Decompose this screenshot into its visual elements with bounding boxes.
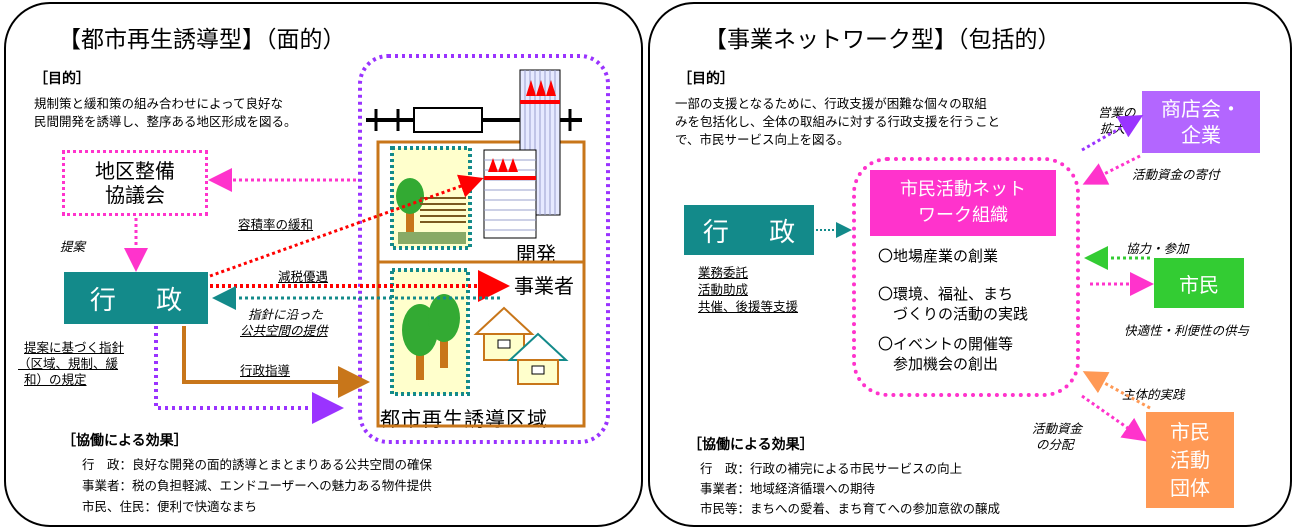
arrow-distribution	[1081, 394, 1147, 442]
left-effect2: 事業者：税の負担軽減、エンドユーザーへの魅力ある物件提供	[82, 478, 432, 493]
cooperation-label: 協力・参加	[1126, 241, 1189, 256]
civic-groups-line3: 団体	[1170, 476, 1210, 500]
arrow-donation	[1082, 154, 1141, 185]
network-org-line1: 市民活動ネット	[900, 179, 1026, 200]
arrow-business-expansion	[1081, 115, 1144, 152]
developer-line2: 事業者	[514, 274, 574, 298]
purple-zone-outline	[358, 54, 610, 444]
right-effects-heading: ［協働による効果］	[688, 437, 814, 453]
proposal-label: 提案	[60, 239, 86, 254]
network-item3-line1: 〇イベントの開催等	[878, 335, 1014, 353]
right-purpose-heading: ［目的］	[678, 71, 734, 87]
left-effect1: 行 政：良好な開発の面的誘導とまとまりある公共空間の確保	[82, 457, 433, 472]
support-line2: 活動助成	[698, 282, 749, 297]
guideline-line1: 指針に沿った	[248, 307, 324, 322]
right-purpose-line1: 一部の支援となるために、行政支援が困難な個々の取組	[675, 96, 987, 111]
park-upper-graphic	[390, 146, 472, 250]
park-lower-graphic	[390, 268, 470, 396]
support-line1: 業務委託	[698, 265, 749, 280]
initiative-label: 主体的実践	[1122, 387, 1185, 402]
shops-companies-box: 商店会・ 企業	[1142, 91, 1260, 153]
right-government-box: 行 政	[684, 205, 814, 255]
right-purpose-line3: で、市民サービス向上を図る。	[675, 132, 850, 147]
policy-line3: 和）の規定	[24, 372, 87, 387]
left-effects-heading: ［協働による効果］	[62, 433, 188, 449]
guideline-line2: 公共空間の提供	[240, 323, 328, 338]
left-purpose-line2: 民間開発を誘導し、整序ある地区形成を図る。	[34, 114, 297, 129]
network-item2-line1: 〇環境、福祉、まち	[878, 285, 1014, 303]
left-purpose-heading: ［目的］	[34, 71, 90, 87]
citizens-box: 市民	[1154, 258, 1244, 308]
civic-groups-box: 市民 活動 団体	[1146, 412, 1234, 508]
network-item2-line2: づくりの活動の実践	[893, 305, 1029, 323]
network-item1: 〇地場産業の創業	[878, 247, 999, 265]
right-effect3: 市民等：まちへの愛着、まち育てへの参加意欲の醸成	[700, 501, 1001, 516]
houses-graphic	[473, 306, 569, 385]
district-council-line1: 地区整備	[95, 159, 175, 183]
shops-companies-line1: 商店会・	[1161, 97, 1241, 121]
donation-label: 活動資金の寄付	[1132, 167, 1220, 182]
civic-groups-line2: 活動	[1170, 448, 1210, 472]
right-effect1: 行 政：行政の補完による市民サービスの向上	[700, 461, 963, 476]
left-government-box: 行 政	[64, 272, 208, 324]
distribution-line1: 活動資金	[1032, 421, 1083, 436]
left-panel-title: 【都市再生誘導型】（面的）	[58, 27, 346, 53]
tax-incentive-label: 減税優遇	[278, 269, 329, 284]
arrow-admin-guidance	[182, 326, 370, 398]
left-purpose-line1: 規制策と緩和策の組み合わせによって良好な	[34, 96, 284, 111]
network-org-container	[852, 157, 1080, 397]
network-org-box: 市民活動ネット ワーク組織	[870, 170, 1056, 236]
left-government-label: 行 政	[89, 285, 199, 316]
floor-area-ratio-label: 容積率の緩和	[238, 217, 314, 232]
support-line3: 共催、後援等支援	[698, 299, 799, 314]
mid-building-graphic	[483, 149, 537, 239]
right-government-label: 行 政	[702, 217, 812, 248]
policy-line1: 提案に基づく指針	[24, 340, 125, 355]
left-effect3: 市民、住民：便利で快適なまち	[82, 499, 258, 514]
policy-line2: （区域、規制、緩	[18, 356, 119, 371]
civic-groups-line1: 市民	[1170, 420, 1210, 444]
right-panel-title: 【事業ネットワーク型】（包括的）	[704, 27, 1061, 53]
district-council-line2: 協議会	[105, 183, 165, 207]
district-council-box: 地区整備 協議会	[62, 150, 208, 216]
network-org-line2: ワーク組織	[918, 205, 1008, 226]
citizens-label: 市民	[1179, 272, 1219, 297]
right-purpose-line2: みを包括化し、全体の取組みに対する行政支援を行うこと	[675, 114, 1001, 129]
distribution-line2: の分配	[1036, 437, 1074, 452]
right-effect2: 事業者：地域経済循環への期待	[700, 481, 876, 496]
arrow-initiative	[1082, 371, 1151, 410]
admin-guidance-label: 行政指導	[240, 363, 291, 378]
shops-companies-line2: 企業	[1181, 123, 1221, 147]
comfort-label: 快適性・利便性の供与	[1124, 323, 1250, 338]
network-item3-line2: 参加機会の創出	[893, 355, 999, 373]
